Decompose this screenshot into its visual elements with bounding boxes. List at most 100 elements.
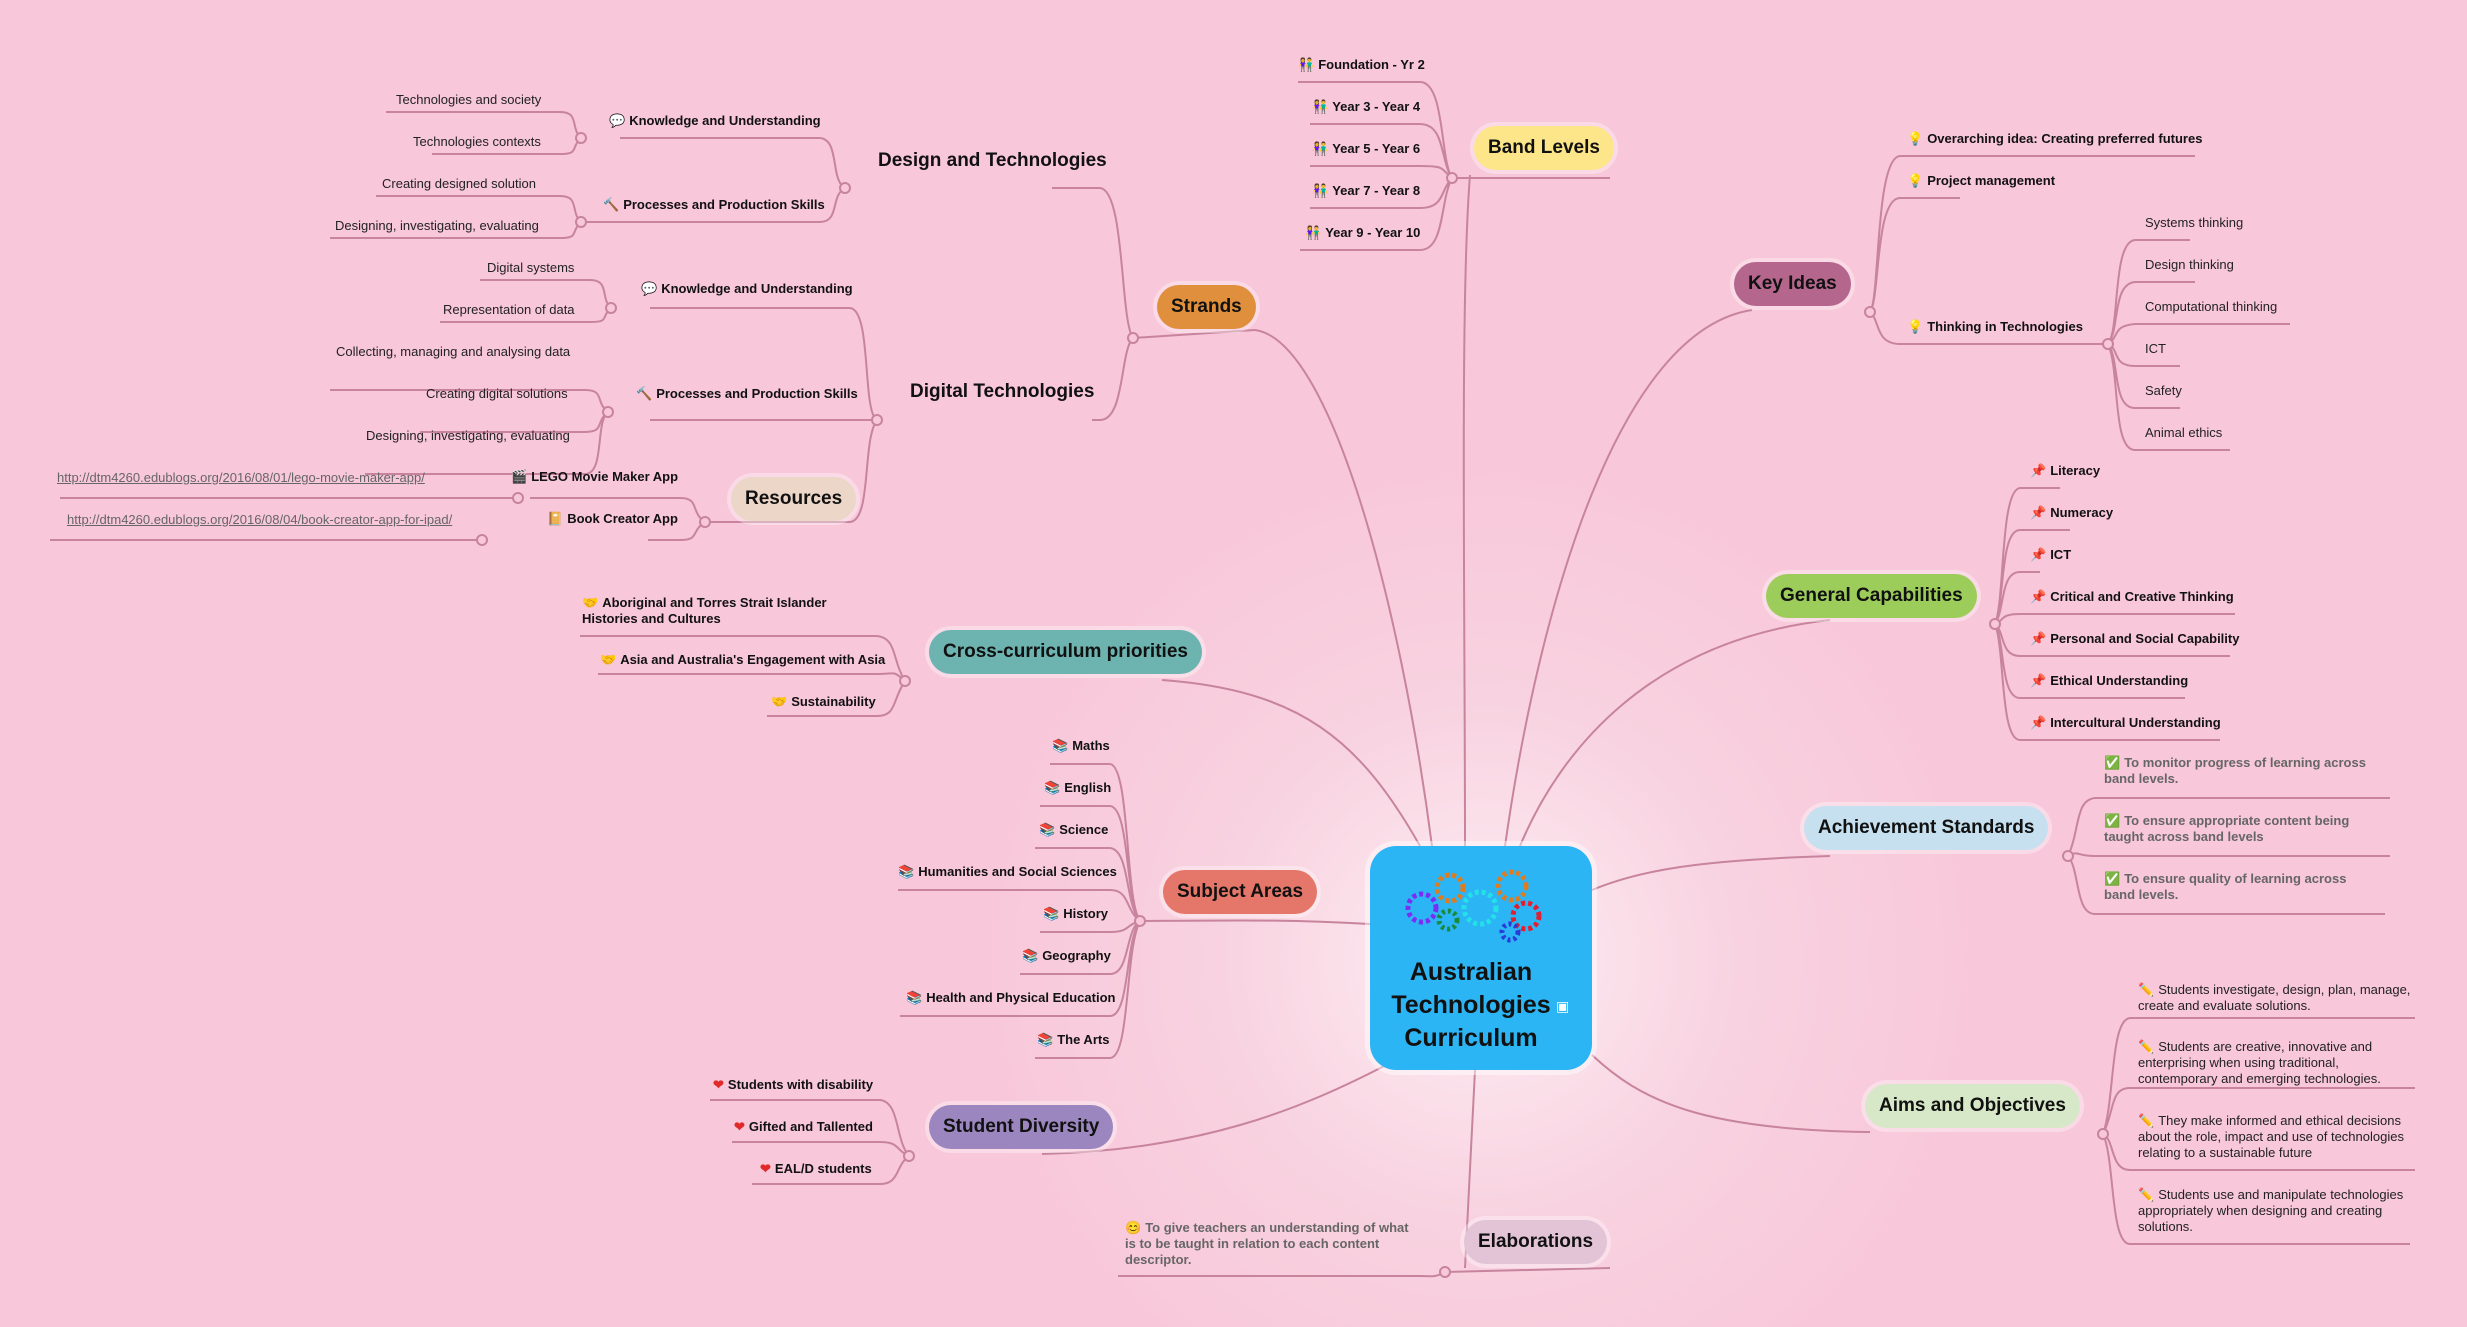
- digital-pps-node[interactable]: 🔨Processes and Production Skills: [636, 386, 858, 402]
- resource-lego-node[interactable]: 🎬LEGO Movie Maker App: [511, 469, 678, 485]
- elaboration-item[interactable]: 😊To give teachers an understanding of wh…: [1125, 1220, 1420, 1268]
- aim-label: Students are creative, innovative and en…: [2138, 1039, 2381, 1086]
- subject-item[interactable]: 📚Science: [1039, 822, 1108, 838]
- band-level-item[interactable]: 👫Year 3 - Year 4: [1312, 99, 1420, 115]
- capability-item[interactable]: 📌Critical and Creative Thinking: [2030, 589, 2234, 605]
- key-idea-label: Thinking in Technologies: [1927, 319, 2083, 334]
- design-pps-node[interactable]: 🔨Processes and Production Skills: [603, 197, 825, 213]
- diversity-label: Gifted and Tallented: [748, 1119, 873, 1134]
- cross-curriculum-label: Asia and Australia's Engagement with Asi…: [620, 652, 886, 667]
- capability-item[interactable]: 📌Numeracy: [2030, 505, 2113, 521]
- branch-student-diversity[interactable]: Student Diversity: [929, 1105, 1114, 1149]
- digital-pps-item[interactable]: Designing, investigating, evaluating: [366, 428, 570, 443]
- books-icon: 📚: [1052, 738, 1069, 753]
- central-topic[interactable]: Australian Technologies Curriculum ▣: [1370, 846, 1592, 1070]
- books-icon: 📚: [1039, 822, 1056, 837]
- key-idea-overarching[interactable]: 💡Overarching idea: Creating preferred fu…: [1907, 131, 2202, 147]
- hammer-icon: 🔨: [636, 386, 653, 401]
- resource-book-link[interactable]: http://dtm4260.edublogs.org/2016/08/04/b…: [67, 512, 453, 527]
- digital-ku-item[interactable]: Digital systems: [487, 260, 575, 275]
- aim-item[interactable]: ✏️Students are creative, innovative and …: [2138, 1039, 2413, 1087]
- digital-ku-item[interactable]: Representation of data: [443, 302, 575, 317]
- aim-item[interactable]: ✏️Students investigate, design, plan, ma…: [2138, 982, 2413, 1014]
- design-pps-item[interactable]: Designing, investigating, evaluating: [335, 218, 539, 233]
- design-ku-item[interactable]: Technologies contexts: [413, 134, 541, 149]
- capability-item[interactable]: 📌Personal and Social Capability: [2030, 631, 2239, 647]
- design-ku-node[interactable]: 💬Knowledge and Understanding: [609, 113, 821, 129]
- people-icon: 👫: [1305, 225, 1322, 240]
- subject-item[interactable]: 📚Geography: [1022, 948, 1111, 964]
- branch-general-capabilities[interactable]: General Capabilities: [1766, 574, 1977, 618]
- thinking-item[interactable]: Animal ethics: [2145, 425, 2223, 440]
- resource-lego-link[interactable]: http://dtm4260.edublogs.org/2016/08/01/l…: [57, 470, 425, 485]
- thinking-item[interactable]: Systems thinking: [2145, 215, 2244, 230]
- band-level-item[interactable]: 👫Year 5 - Year 6: [1312, 141, 1420, 157]
- subject-item[interactable]: 📚Humanities and Social Sciences: [898, 864, 1117, 880]
- thinking-item[interactable]: Safety: [2145, 383, 2182, 398]
- digital-pps-item[interactable]: Collecting, managing and analysing data: [336, 344, 571, 359]
- lightbulb-icon: 💡: [1907, 173, 1924, 188]
- branch-elaborations-label: Elaborations: [1478, 1231, 1594, 1252]
- cross-curriculum-item[interactable]: 🤝Sustainability: [771, 694, 876, 710]
- branch-band-levels[interactable]: Band Levels: [1474, 126, 1614, 170]
- achievement-item[interactable]: ✅To monitor progress of learning across …: [2104, 755, 2379, 787]
- topic-digital-technologies[interactable]: Digital Technologies: [910, 381, 1095, 402]
- branch-aims-objectives[interactable]: Aims and Objectives: [1865, 1084, 2080, 1128]
- books-icon: 📚: [906, 990, 923, 1005]
- subject-item[interactable]: 📚Health and Physical Education: [906, 990, 1115, 1006]
- cross-curriculum-item[interactable]: 🤝Asia and Australia's Engagement with As…: [600, 652, 885, 668]
- cross-curriculum-item[interactable]: 🤝Aboriginal and Torres Strait Islander H…: [582, 595, 882, 627]
- thinking-item[interactable]: Design thinking: [2145, 257, 2234, 272]
- gears-icon: [1405, 869, 1542, 943]
- digital-pps-item[interactable]: Creating digital solutions: [426, 386, 568, 401]
- key-idea-project[interactable]: 💡Project management: [1907, 173, 2055, 189]
- band-level-item[interactable]: 👫Year 9 - Year 10: [1305, 225, 1420, 241]
- capability-item[interactable]: 📌Intercultural Understanding: [2030, 715, 2221, 731]
- capability-item[interactable]: 📌ICT: [2030, 547, 2071, 563]
- design-pps-item[interactable]: Creating designed solution: [382, 176, 536, 191]
- thinking-item[interactable]: ICT: [2145, 341, 2166, 356]
- branch-elaborations[interactable]: Elaborations: [1464, 1220, 1608, 1264]
- design-ku-item[interactable]: Technologies and society: [396, 92, 542, 107]
- key-idea-thinking[interactable]: 💡Thinking in Technologies: [1907, 319, 2083, 335]
- capability-item[interactable]: 📌Ethical Understanding: [2030, 673, 2188, 689]
- aim-item[interactable]: ✏️They make informed and ethical decisio…: [2138, 1113, 2413, 1161]
- aim-label: Students use and manipulate technologies…: [2138, 1187, 2404, 1234]
- resource-book-node[interactable]: 📔Book Creator App: [547, 511, 678, 527]
- band-level-label: Year 3 - Year 4: [1332, 99, 1421, 114]
- subject-label: Geography: [1042, 948, 1111, 963]
- diversity-item[interactable]: ❤Students with disability: [713, 1077, 873, 1093]
- speech-bubble-icon: 💬: [641, 281, 658, 296]
- subject-item[interactable]: 📚English: [1044, 780, 1111, 796]
- branch-cross-curriculum[interactable]: Cross-curriculum priorities: [929, 630, 1202, 674]
- branch-strands[interactable]: Strands: [1157, 285, 1256, 329]
- topic-design-technologies[interactable]: Design and Technologies: [878, 150, 1107, 171]
- branch-key-ideas[interactable]: Key Ideas: [1734, 262, 1851, 306]
- subject-item[interactable]: 📚The Arts: [1037, 1032, 1109, 1048]
- subject-item[interactable]: 📚History: [1043, 906, 1108, 922]
- band-level-item[interactable]: 👫Year 7 - Year 8: [1312, 183, 1420, 199]
- diversity-item[interactable]: ❤EAL/D students: [760, 1161, 872, 1177]
- branch-resources[interactable]: Resources: [731, 477, 857, 521]
- band-level-item[interactable]: 👫Foundation - Yr 2: [1298, 57, 1425, 73]
- pin-icon: 📌: [2030, 547, 2047, 562]
- digital-ku-node[interactable]: 💬Knowledge and Understanding: [641, 281, 853, 297]
- branch-achievement-standards[interactable]: Achievement Standards: [1804, 806, 2049, 850]
- diversity-item[interactable]: ❤Gifted and Tallented: [734, 1119, 873, 1135]
- achievement-item[interactable]: ✅To ensure quality of learning across ba…: [2104, 871, 2374, 903]
- central-topic-title: Australian Technologies Curriculum: [1391, 958, 1551, 1052]
- pin-icon: 📌: [2030, 631, 2047, 646]
- image-icon[interactable]: ▣: [1556, 998, 1570, 1014]
- digital-ku-label: Knowledge and Understanding: [661, 281, 853, 296]
- thinking-item[interactable]: Computational thinking: [2145, 299, 2278, 314]
- capability-item[interactable]: 📌Literacy: [2030, 463, 2100, 479]
- cross-curriculum-label: Sustainability: [791, 694, 876, 709]
- clapper-icon: 🎬: [511, 469, 528, 484]
- pin-icon: 📌: [2030, 715, 2047, 730]
- branch-achievement-standards-label: Achievement Standards: [1818, 817, 2035, 838]
- aim-item[interactable]: ✏️Students use and manipulate technologi…: [2138, 1187, 2408, 1235]
- achievement-item[interactable]: ✅To ensure appropriate content being tau…: [2104, 813, 2384, 845]
- branch-subject-areas[interactable]: Subject Areas: [1163, 870, 1318, 914]
- subject-item[interactable]: 📚Maths: [1052, 738, 1110, 754]
